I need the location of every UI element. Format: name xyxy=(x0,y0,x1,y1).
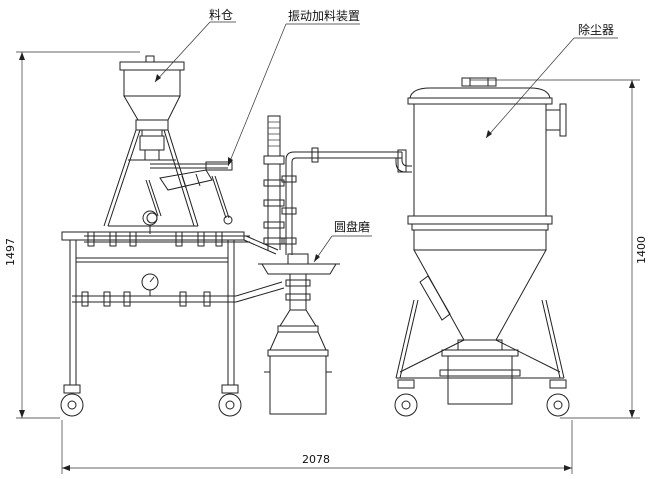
vibrating-feeder-label: 振动加料装置 xyxy=(288,9,360,23)
hopper xyxy=(119,55,185,161)
label-disc-mill: 圆盘磨 xyxy=(313,219,372,263)
left-height-value: 1497 xyxy=(4,238,17,266)
dimension-total-width: 2078 xyxy=(61,420,573,474)
label-hopper: 料仓 xyxy=(154,8,236,83)
hopper-support-frame xyxy=(103,129,199,227)
dimension-right-height: 1400 xyxy=(470,79,648,419)
caster-wheel-left-2 xyxy=(218,384,242,417)
caster-wheel-right-1 xyxy=(394,379,418,417)
total-width-value: 2078 xyxy=(302,453,330,466)
connecting-pipe xyxy=(311,147,412,173)
main-frame xyxy=(61,210,285,385)
dust-collector-legs xyxy=(395,299,565,379)
caster-wheel-right-2 xyxy=(546,379,570,417)
dimension-left-height: 1497 xyxy=(4,51,140,419)
dust-collector xyxy=(407,77,567,405)
disc-mill xyxy=(258,115,340,415)
vibrating-feeder xyxy=(145,161,233,225)
dust-collector-label: 除尘器 xyxy=(578,22,614,37)
caster-wheel-left-1 xyxy=(60,384,84,417)
label-dust-collector: 除尘器 xyxy=(485,22,618,139)
label-vibrating-feeder: 振动加料装置 xyxy=(227,9,360,167)
right-height-value: 1400 xyxy=(635,236,648,264)
hopper-label: 料仓 xyxy=(209,8,233,22)
disc-mill-label: 圆盘磨 xyxy=(334,219,370,234)
